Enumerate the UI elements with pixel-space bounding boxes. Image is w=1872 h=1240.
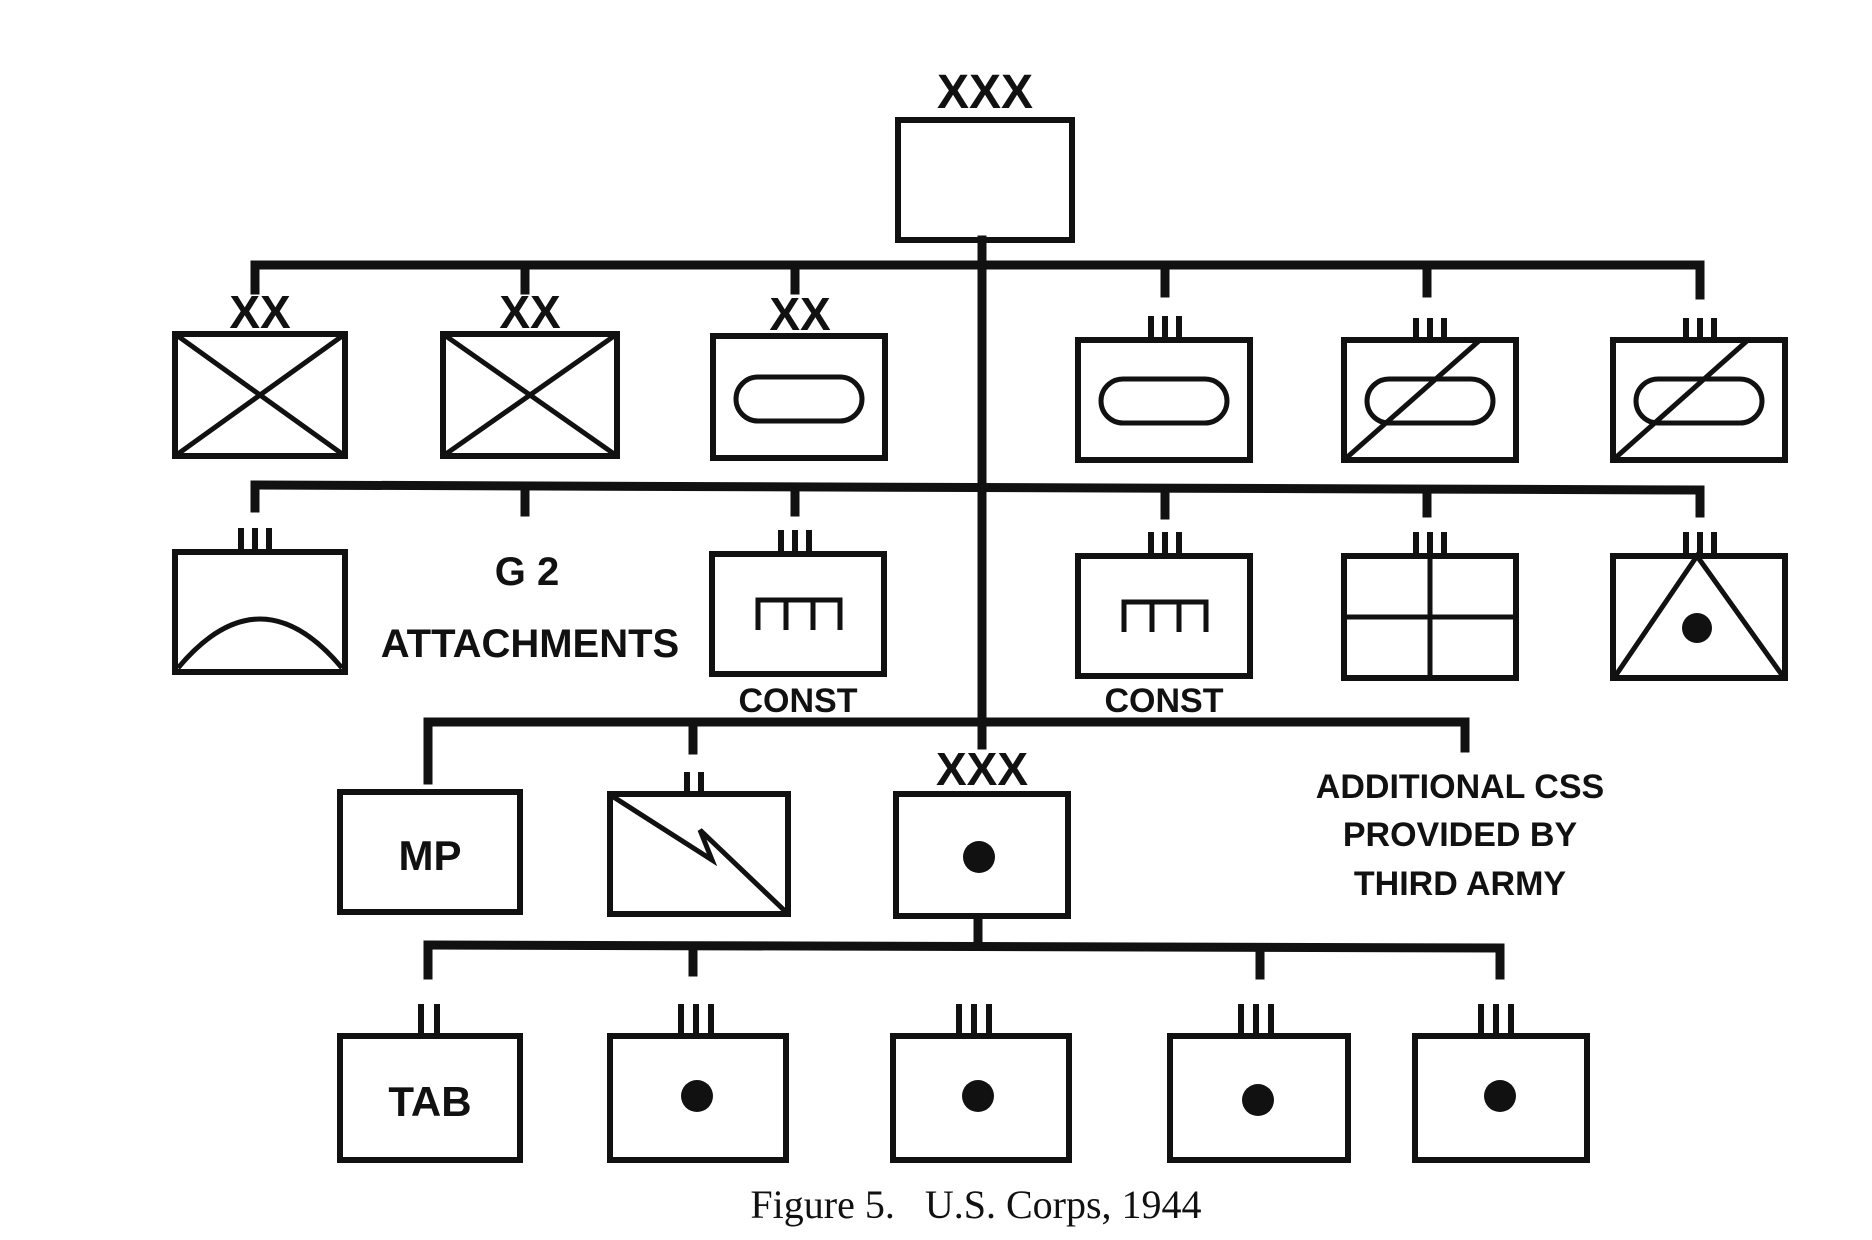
echelon-mark [1148, 532, 1182, 554]
support-group-1 [607, 1004, 789, 1163]
cavalry-slash [1342, 338, 1482, 462]
echelon-mark [678, 1004, 714, 1034]
aa-triangle [1613, 551, 1785, 677]
support-group-2 [890, 1004, 1072, 1163]
armored-division: XX [710, 288, 888, 461]
echelon-mark [956, 1004, 992, 1034]
note-line: PROVIDED BY [1343, 816, 1578, 854]
armor-oval [1364, 376, 1496, 426]
unit-box [893, 791, 1071, 919]
unit-box [890, 1033, 1072, 1163]
unit-box [1075, 553, 1253, 679]
infantry-division-1: XX [172, 286, 348, 459]
engineer-group-1: CONST [709, 530, 887, 720]
infantry-cross [173, 331, 347, 459]
connector-lines [250, 235, 1705, 980]
signal-bolt [610, 793, 788, 914]
support-dot [1484, 1080, 1516, 1112]
armor-group [1075, 316, 1253, 463]
note-line: ADDITIONAL CSS [1316, 768, 1604, 806]
attachments-label: ATTACHMENTS [381, 622, 679, 666]
tab-label: TAB [388, 1078, 471, 1125]
infantry-cross [441, 331, 619, 459]
unit-box [1167, 1033, 1351, 1163]
echelon-mark [1413, 532, 1447, 554]
corps-headquarters: XXX [895, 66, 1075, 243]
echelon-mark: XXX [936, 743, 1028, 795]
additional-css-note: ADDITIONAL CSS PROVIDED BY THIRD ARMY [1316, 768, 1604, 903]
echelon-mark: XX [769, 288, 831, 340]
signal-battalion [607, 772, 791, 917]
unit-box [440, 331, 620, 459]
support-dot [1682, 613, 1712, 643]
echelon-mark [1413, 318, 1447, 340]
mp-battalion: MP [337, 789, 523, 915]
unit-box [1610, 337, 1788, 463]
row2-bus [250, 480, 1705, 495]
echelon-mark [684, 772, 704, 794]
armor-oval [733, 374, 865, 424]
unit-box [337, 1033, 523, 1163]
corps-support: XXX [893, 743, 1071, 919]
engineer-group-2: CONST [1075, 532, 1253, 720]
infantry-division-2: XX [440, 286, 620, 459]
row4-bus [423, 940, 1505, 953]
support-group-4 [1412, 1004, 1590, 1163]
support-dot [962, 1080, 994, 1112]
cavalry-group-1 [1341, 318, 1519, 463]
unit-box [172, 549, 348, 675]
support-group-3 [1167, 1004, 1351, 1163]
const-label: CONST [739, 682, 858, 720]
cavalry-slash [1611, 338, 1750, 462]
echelon-mark [1683, 318, 1717, 340]
antiaircraft-group [1610, 532, 1788, 681]
g2-label: G 2 [495, 550, 559, 594]
figure-caption: Figure 5. U.S. Corps, 1944 [750, 1182, 1201, 1227]
unit-box [1341, 337, 1519, 463]
engineer-symbol [1121, 599, 1209, 632]
echelon-mark [238, 528, 272, 550]
support-dot [1242, 1084, 1274, 1116]
echelon-mark: XXX [937, 66, 1033, 119]
echelon-mark [1238, 1004, 1274, 1034]
artillery-arc [176, 616, 344, 670]
echelon-mark: XX [229, 286, 291, 338]
note-line: THIRD ARMY [1354, 865, 1566, 903]
unit-box [607, 1033, 789, 1163]
cavalry-group-2 [1610, 318, 1788, 463]
tab-battalion: TAB [337, 1004, 523, 1163]
unit-box [1412, 1033, 1590, 1163]
armor-oval [1633, 376, 1765, 426]
mp-label: MP [399, 832, 462, 879]
echelon-mark [1683, 532, 1717, 554]
engineer-symbol [755, 597, 843, 630]
echelon-mark [1148, 316, 1182, 338]
artillery-group [172, 528, 348, 675]
echelon-mark [1478, 1004, 1514, 1034]
unit-box [607, 791, 791, 917]
support-dot [963, 841, 995, 873]
unit-box [337, 789, 523, 915]
medical-group [1341, 532, 1519, 681]
unit-box [710, 333, 888, 461]
unit-box [709, 551, 887, 677]
hq-box [895, 117, 1075, 243]
unit-box [1075, 337, 1253, 463]
const-label: CONST [1105, 682, 1224, 720]
unit-box [172, 331, 348, 459]
echelon-mark [418, 1004, 440, 1034]
echelon-mark: XX [499, 286, 561, 338]
support-dot [681, 1080, 713, 1112]
echelon-mark [778, 530, 812, 552]
armor-oval [1098, 376, 1230, 426]
g2-attachments: G 2 ATTACHMENTS [381, 550, 679, 666]
